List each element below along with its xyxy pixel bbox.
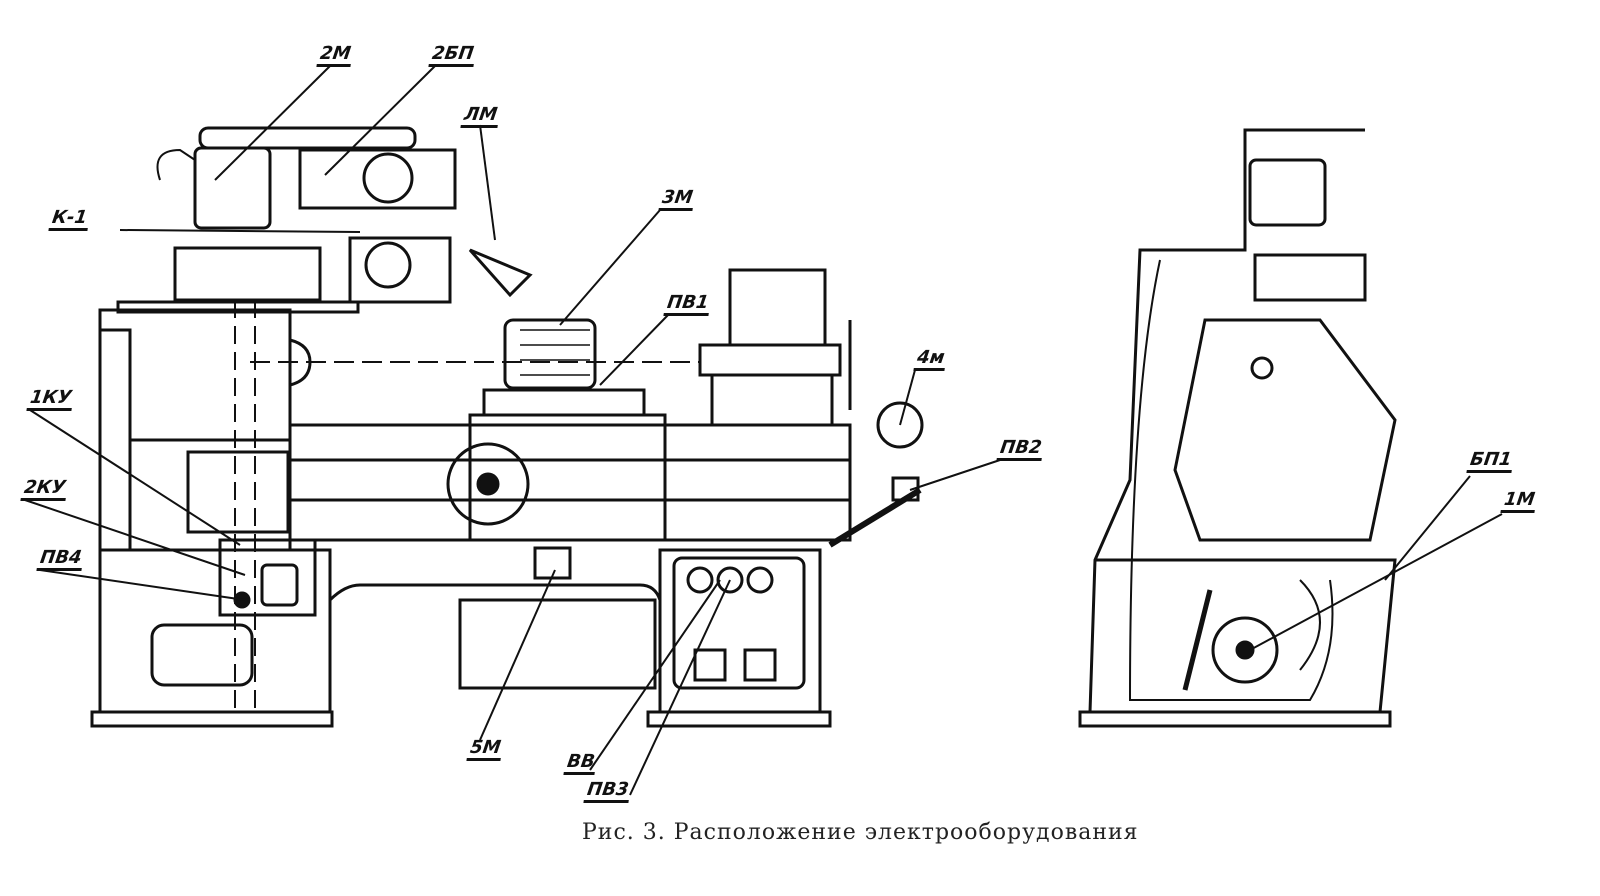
label-2bp: 2БП xyxy=(428,43,477,67)
label-2ku: 2КУ xyxy=(20,477,69,501)
figure-caption: Рис. 3. Расположение электрооборудования xyxy=(582,820,1139,845)
leader-lines xyxy=(24,65,1503,796)
label-bp1: БП1 xyxy=(1466,449,1515,473)
label-pv3: ПВ3 xyxy=(583,779,632,803)
side-view xyxy=(1078,128,1397,728)
label-pv2: ПВ2 xyxy=(996,437,1045,461)
label-3m: 3М xyxy=(658,187,697,211)
label-5m: 5М xyxy=(466,737,505,761)
label-vv: ВВ xyxy=(563,751,599,775)
label-1ku: 1КУ xyxy=(26,387,75,411)
label-4m: 4м xyxy=(913,347,948,371)
label-pv4: ПВ4 xyxy=(36,547,85,571)
label-k1: К-1 xyxy=(48,207,91,231)
label-pv1: ПВ1 xyxy=(663,292,712,316)
label-lm: ЛМ xyxy=(460,104,501,128)
front-view xyxy=(90,126,924,728)
label-2m: 2М xyxy=(316,43,355,67)
label-1m: 1М xyxy=(1500,489,1539,513)
